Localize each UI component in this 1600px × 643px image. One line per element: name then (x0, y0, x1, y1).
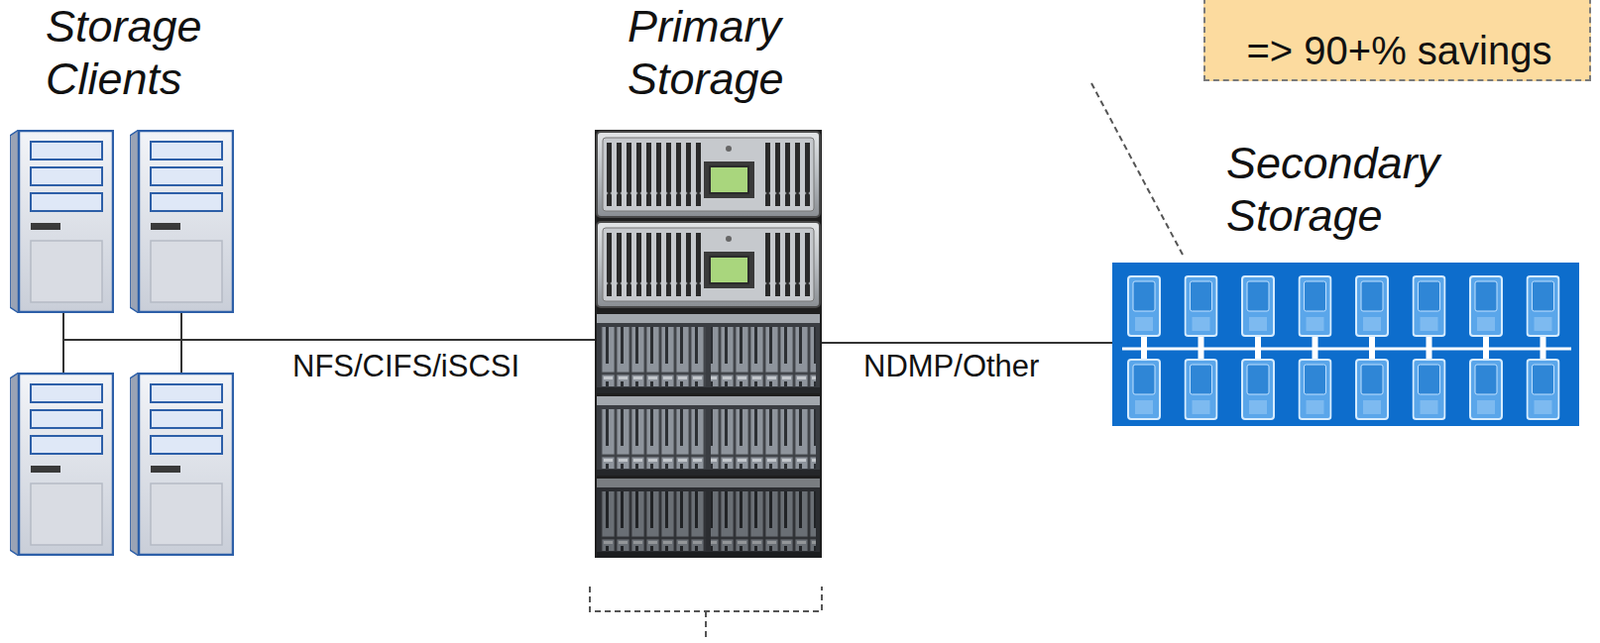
disk-shelf (596, 396, 820, 476)
disk-icon (1470, 276, 1502, 337)
disk-icon (1299, 359, 1332, 420)
disk-icon (1413, 359, 1446, 420)
disk-shelf (596, 314, 820, 394)
client-bus (63, 313, 234, 373)
array-ticks (1141, 337, 1547, 359)
server-icon (9, 129, 114, 314)
controller-unit (596, 222, 820, 308)
disk-shelf (596, 478, 820, 559)
disk-icon (1356, 276, 1388, 337)
disk-icon (1185, 276, 1218, 337)
connector-line (821, 342, 1113, 344)
connector-line (233, 339, 595, 342)
protocol-label: NFS/CIFS/iSCSI (289, 348, 523, 385)
callout-text: => 90+% savings (1247, 27, 1553, 74)
node-heading: Storage Clients (45, 0, 254, 106)
dashed-bracket (589, 586, 822, 642)
server-icon (129, 372, 233, 557)
protocol-label: NDMP/Other (860, 348, 1042, 385)
savings-callout: => 90+% savings (1203, 0, 1592, 82)
shelf-shade (596, 478, 820, 559)
node-heading: Secondary Storage (1226, 136, 1475, 242)
rack-frame (594, 129, 822, 559)
disk-icon (1299, 276, 1332, 337)
array-bus (1122, 347, 1572, 351)
disk-icon (1527, 276, 1560, 337)
secondary-storage-array: Secondary Storage (1112, 262, 1580, 427)
disk-icon (1128, 359, 1160, 420)
disk-icon (1356, 359, 1388, 420)
disk-icon (1128, 276, 1160, 337)
disk-icon (1470, 359, 1502, 420)
disk-icon (1413, 276, 1446, 337)
server-icon (129, 129, 233, 314)
disk-icon (1185, 359, 1218, 420)
storage-array-panel (1112, 262, 1580, 427)
controller-unit (596, 131, 820, 218)
disk-icon (1242, 359, 1274, 420)
server-icon (9, 372, 114, 557)
leader-line (1091, 83, 1183, 255)
disk-icon (1527, 359, 1560, 420)
primary-storage-rack: Primary Storage (594, 129, 822, 559)
node-heading: Primary Storage (627, 0, 836, 106)
disk-icon (1242, 276, 1274, 337)
client-group: Storage Clients (9, 129, 234, 557)
